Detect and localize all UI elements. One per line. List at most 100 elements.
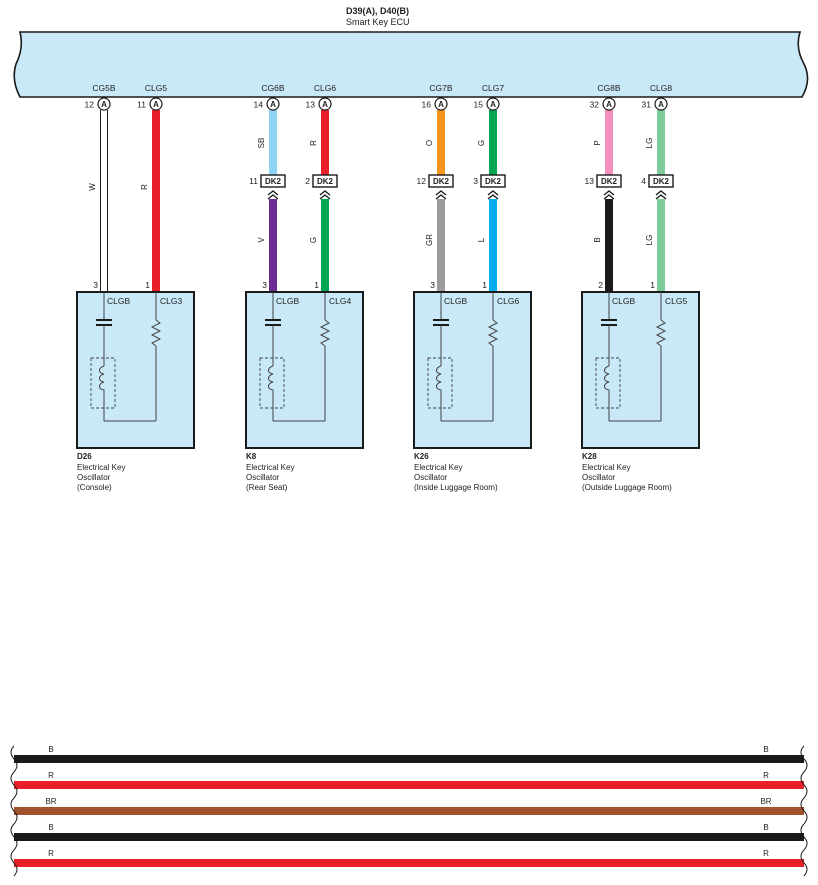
wire-segment	[152, 110, 160, 292]
connector-chevron	[603, 190, 615, 196]
oscillator-desc-line1: Electrical Key	[582, 463, 630, 472]
resistor-icon	[655, 319, 667, 347]
ecu-pin-name: CG8B	[597, 83, 620, 93]
ecu-connector-letter: A	[490, 100, 496, 109]
ecu-pin-name: CG7B	[429, 83, 452, 93]
ecu-connector-letter: A	[322, 100, 328, 109]
bus-wire-label-left: B	[48, 823, 53, 832]
wire-color-label: R	[309, 140, 318, 146]
bus-wire-segment	[14, 859, 804, 867]
inline-connector-label: DK2	[653, 177, 670, 186]
ecu-connector-letter: A	[606, 100, 612, 109]
connector-chevron	[267, 194, 279, 200]
ecu-name: Smart Key ECU	[346, 17, 410, 27]
coil-icon	[604, 365, 610, 398]
wire-color-label: R	[140, 184, 149, 190]
connector-chevron	[603, 194, 615, 200]
bus-wire-label-left: R	[48, 849, 54, 858]
oscillator-body	[581, 291, 700, 449]
ecu-connector-circle	[97, 97, 111, 111]
ecu-connector-circle	[602, 97, 616, 111]
connector-chevron	[487, 190, 499, 196]
oscillator-desc-line2: Oscillator	[246, 473, 280, 482]
oscillator-desc-line3: (Outside Luggage Room)	[582, 483, 672, 492]
inline-pin-number: 13	[585, 176, 595, 186]
wire-color-label: W	[88, 183, 97, 191]
module-pin-number: 1	[482, 280, 487, 290]
module-pin-number: 2	[598, 280, 603, 290]
module-pin-number: 1	[314, 280, 319, 290]
inline-connector	[312, 174, 338, 188]
ecu-connector-letter: A	[101, 100, 107, 109]
wire-segment	[657, 110, 665, 175]
ecu-connector-letter: A	[658, 100, 664, 109]
wire-segment	[657, 199, 665, 292]
module-pin-number: 3	[262, 280, 267, 290]
module-pin-number: 1	[145, 280, 150, 290]
wire-break-left	[10, 823, 18, 851]
coil-enclosure	[427, 357, 453, 409]
ecu-connector-circle	[654, 97, 668, 111]
module-pin-number: 3	[93, 280, 98, 290]
wire-color-label: V	[257, 237, 266, 243]
ecu-title: D39(A), D40(B)	[346, 6, 409, 16]
wire-segment	[605, 110, 613, 175]
ecu-pin-number: 11	[137, 100, 146, 110]
module-pin-number: 3	[430, 280, 435, 290]
wire-segment	[269, 110, 277, 175]
wire-segment	[269, 199, 277, 292]
wire-break-right	[800, 797, 808, 825]
ecu-body	[13, 31, 809, 98]
connector-chevron	[435, 194, 447, 200]
wire-break-right	[800, 771, 808, 799]
wire-break-left	[10, 745, 18, 773]
ecu-pin-number: 32	[590, 100, 600, 110]
ecu-connector-circle	[434, 97, 448, 111]
wire-break-right	[800, 849, 808, 877]
bus-wire-label-left: BR	[45, 797, 56, 806]
wire-segment	[605, 199, 613, 292]
ecu-pin-name: CG5B	[92, 83, 115, 93]
coil-icon	[436, 365, 442, 398]
inline-connector-label: DK2	[317, 177, 334, 186]
ecu-connector-circle	[266, 97, 280, 111]
ecu-pin-number: 14	[254, 100, 264, 110]
oscillator-desc-line3: (Console)	[77, 483, 112, 492]
oscillator-desc-line3: (Rear Seat)	[246, 483, 288, 492]
inline-connector-label: DK2	[265, 177, 282, 186]
coil-icon	[268, 365, 274, 398]
inline-pin-number: 2	[305, 176, 310, 186]
ecu-pin-name: CLG7	[482, 83, 504, 93]
inline-connector	[648, 174, 674, 188]
wire-break-right	[800, 745, 808, 773]
wire-color-label: B	[593, 237, 602, 242]
oscillator-desc-line1: Electrical Key	[414, 463, 462, 472]
clgb-terminal-label: CLGB	[107, 296, 130, 306]
wire-segment	[437, 110, 445, 175]
resistor-icon	[487, 319, 499, 347]
clgb-terminal-label: CLGB	[276, 296, 299, 306]
clg-terminal-label: CLG3	[160, 296, 182, 306]
ecu-connector-letter: A	[153, 100, 159, 109]
wire-segment	[321, 199, 329, 292]
bus-wire-segment	[14, 781, 804, 789]
wire-segment	[489, 199, 497, 292]
bus-wire-label-right: B	[763, 745, 768, 754]
wire-color-label: SB	[257, 138, 266, 149]
bus-wire-label-right: R	[763, 849, 769, 858]
inline-connector-label: DK2	[485, 177, 502, 186]
ecu-connector-letter: A	[438, 100, 444, 109]
wire-break-left	[10, 771, 18, 799]
oscillator-body	[76, 291, 195, 449]
oscillator-id: K28	[582, 452, 597, 461]
inline-connector-label: DK2	[433, 177, 450, 186]
inline-connector	[260, 174, 286, 188]
connector-chevron	[435, 190, 447, 196]
module-pin-number: 1	[650, 280, 655, 290]
wire-segment	[489, 110, 497, 175]
